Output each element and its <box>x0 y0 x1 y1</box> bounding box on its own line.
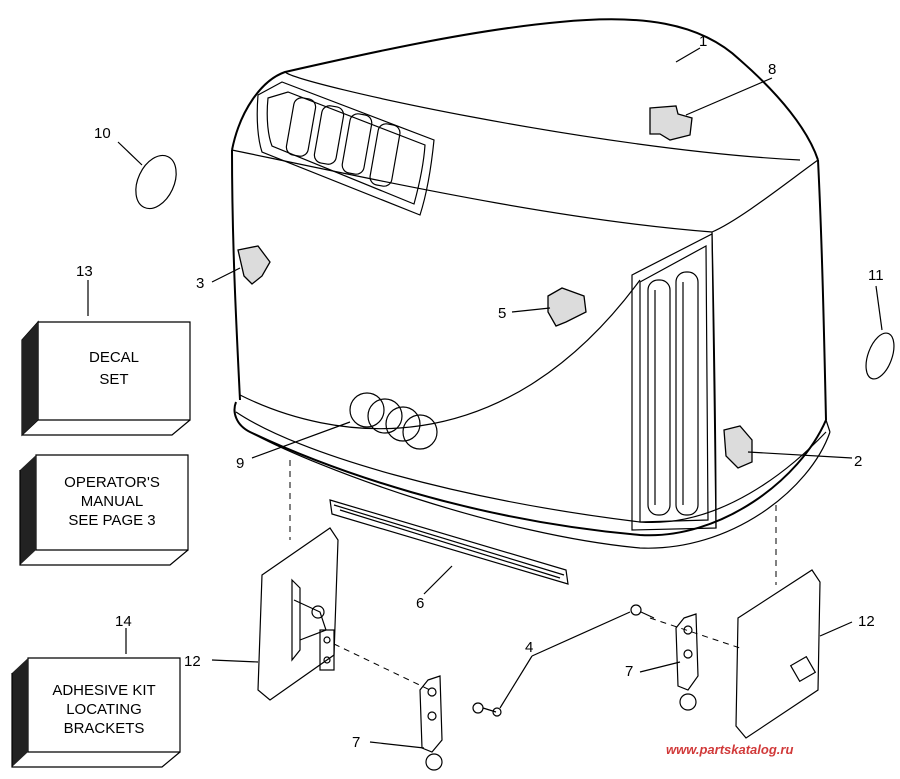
circular-decals <box>349 392 438 450</box>
adhesive-box-line-2: LOCATING <box>66 701 142 718</box>
decal-set-box: DECAL SET <box>21 320 191 437</box>
callout-9: 9 <box>236 455 244 472</box>
callout-3: 3 <box>196 275 204 292</box>
callout-4: 4 <box>525 639 533 656</box>
callout-10: 10 <box>94 125 111 142</box>
callout-7-lower: 7 <box>352 734 360 751</box>
screw-lower <box>472 702 502 717</box>
pad-5 <box>547 287 587 327</box>
callout-11: 11 <box>868 267 884 284</box>
callout-14: 14 <box>115 613 132 630</box>
callout-2: 2 <box>854 453 862 470</box>
callout-12-right: 12 <box>858 613 875 630</box>
decal-box-line-2: SET <box>99 371 128 388</box>
bracket-upper <box>675 613 699 711</box>
watermark: www.partskatalog.ru <box>666 742 793 757</box>
side-plate-left <box>257 527 339 701</box>
callout-1: 1 <box>699 33 707 50</box>
decal-box-line-1: DECAL <box>89 349 139 366</box>
operators-manual-box: OPERATOR'S MANUAL SEE PAGE 3 <box>19 454 189 566</box>
callout-numbers: 1 2 3 4 5 6 7 7 8 9 10 11 12 12 13 14 <box>76 33 884 751</box>
pad-2 <box>723 425 753 469</box>
pad-8 <box>649 105 693 141</box>
callout-6: 6 <box>416 595 424 612</box>
manual-box-line-1: OPERATOR'S <box>64 474 160 491</box>
pad-3 <box>237 245 271 285</box>
bracket-lower <box>419 675 443 771</box>
engine-cover <box>231 18 831 549</box>
leader-lines <box>87 47 883 749</box>
adhesive-kit-box: ADHESIVE KIT LOCATING BRACKETS <box>11 657 181 768</box>
callout-5: 5 <box>498 305 506 322</box>
manual-box-line-3: SEE PAGE 3 <box>68 512 155 529</box>
callout-8: 8 <box>768 61 776 78</box>
callout-12-left: 12 <box>184 653 201 670</box>
screw-upper <box>630 604 655 619</box>
callout-13: 13 <box>76 263 93 280</box>
callout-7-upper: 7 <box>625 663 633 680</box>
adhesive-box-line-3: BRACKETS <box>64 720 145 737</box>
manual-box-line-2: MANUAL <box>81 493 144 510</box>
seal-strip <box>329 499 569 585</box>
decal-10 <box>135 154 177 210</box>
decal-11 <box>865 332 895 380</box>
adhesive-box-line-1: ADHESIVE KIT <box>52 682 155 699</box>
side-plate-right <box>735 569 821 739</box>
